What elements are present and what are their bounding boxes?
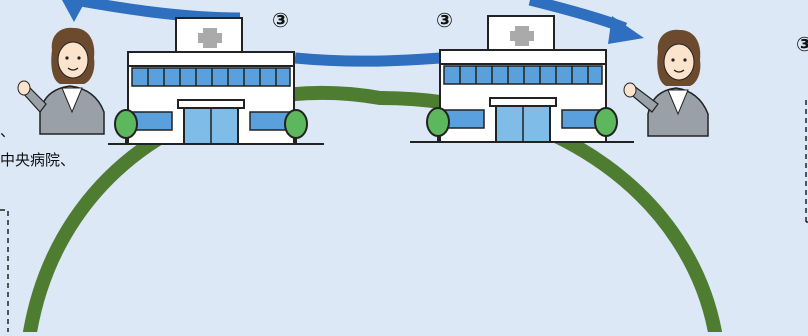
step-number-edge: ③ — [796, 32, 808, 56]
step-number-left: ③ — [272, 8, 289, 32]
staff-person-icon-right — [624, 30, 708, 136]
staff-person-icon-left — [18, 28, 104, 134]
hospital-text: 中央病院、 — [0, 149, 75, 170]
arrowhead-top-left — [62, 0, 86, 22]
arrowhead-top-right — [608, 16, 644, 44]
dashed-box-left-edge — [0, 210, 8, 332]
blue-arrow-connector — [295, 58, 440, 61]
edge-punctuation: 、 — [0, 120, 15, 141]
blue-arrow-top-left — [75, 0, 240, 18]
step-number-right: ③ — [436, 8, 453, 32]
